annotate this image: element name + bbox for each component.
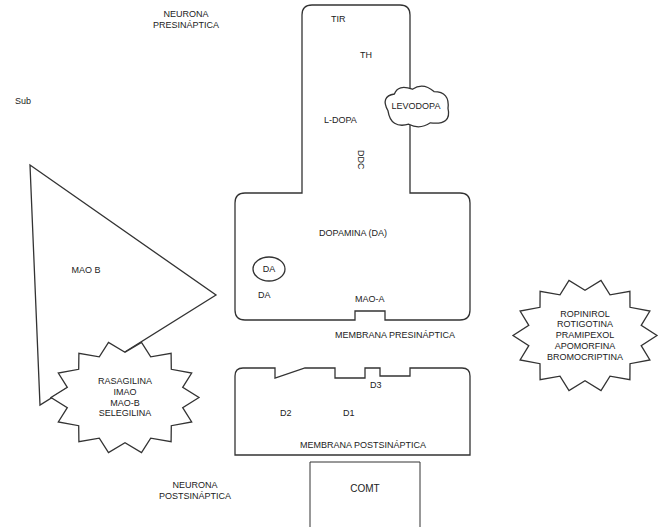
cell-outline	[310, 462, 420, 527]
structure-label: MEMBRANA POSTSINÁPTICA	[300, 440, 426, 451]
part-label: TH	[360, 50, 372, 61]
part-label: DOPAMINA (DA)	[318, 228, 388, 239]
neuron-heading: NEURONA PRESINÁPTICA	[140, 9, 232, 31]
part-label: TIR	[331, 14, 346, 25]
drug-starburst: RASAGILINAIMAOMAO-BSELEGILINA	[50, 340, 200, 455]
node-text: COMT	[350, 483, 379, 495]
node-text: ROPINIROL	[560, 309, 610, 320]
node-text: ROTIGOTINA	[557, 319, 613, 330]
node-text: RASAGILINA	[98, 376, 152, 387]
node-text: LEVODOPA	[392, 101, 441, 112]
node-text: MAO B	[71, 265, 100, 276]
node-text: APOMORFINA	[555, 341, 616, 352]
presynaptic-neuron: NEURONA PRESINÁPTICADA	[235, 5, 470, 325]
node-text: BROMOCRIPTINA	[547, 352, 623, 363]
part-label: DA	[258, 290, 271, 301]
part-label: MAO-A	[355, 294, 385, 305]
node-text: D1	[343, 408, 355, 419]
node-text: D2	[280, 408, 292, 419]
node-text: SELEGILINA	[99, 408, 152, 419]
node-text: IMAO	[113, 387, 136, 398]
node-text: DA	[263, 264, 276, 275]
enzyme-label-box: COMT	[325, 478, 405, 500]
structure-label: MEMBRANA PRESINÁPTICA	[335, 330, 455, 341]
node-text: MAO-B	[110, 398, 140, 409]
drug-cloud: LEVODOPA	[380, 82, 452, 130]
vesicle: DA	[252, 256, 286, 282]
part-label: DDC	[355, 150, 366, 170]
structure-label: NEURONA POSTSINÁPTICA	[150, 480, 240, 502]
part-label: L-DOPA	[322, 115, 359, 126]
node-text: PRAMIPEXOL	[556, 330, 615, 341]
drug-starburst: ROPINIROLROTIGOTINAPRAMIPEXOLAPOMORFINAB…	[512, 278, 658, 393]
region-label: Sub	[15, 96, 31, 107]
part-label: D3	[370, 380, 382, 391]
